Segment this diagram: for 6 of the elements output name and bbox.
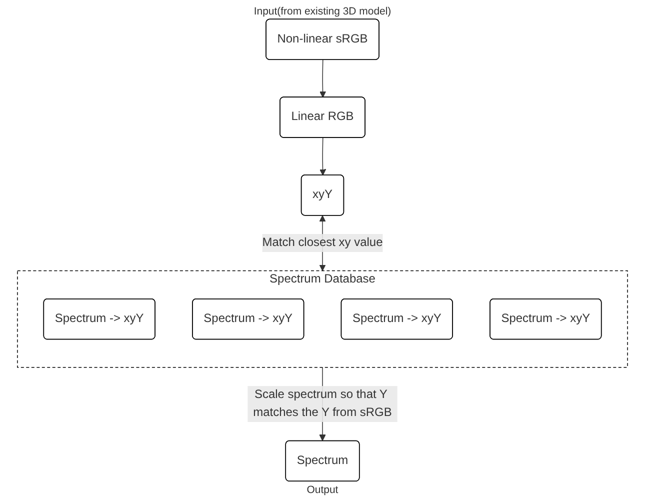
arrow [319,60,326,98]
arrow [319,137,326,176]
edge-label: Scale spectrum so that Y matches the Y from sRGB [253,388,392,419]
node-caption: Output [306,485,338,496]
node-caption: Input(from existing 3D model) [254,6,392,18]
edge-label: Match closest xy value [262,236,383,250]
